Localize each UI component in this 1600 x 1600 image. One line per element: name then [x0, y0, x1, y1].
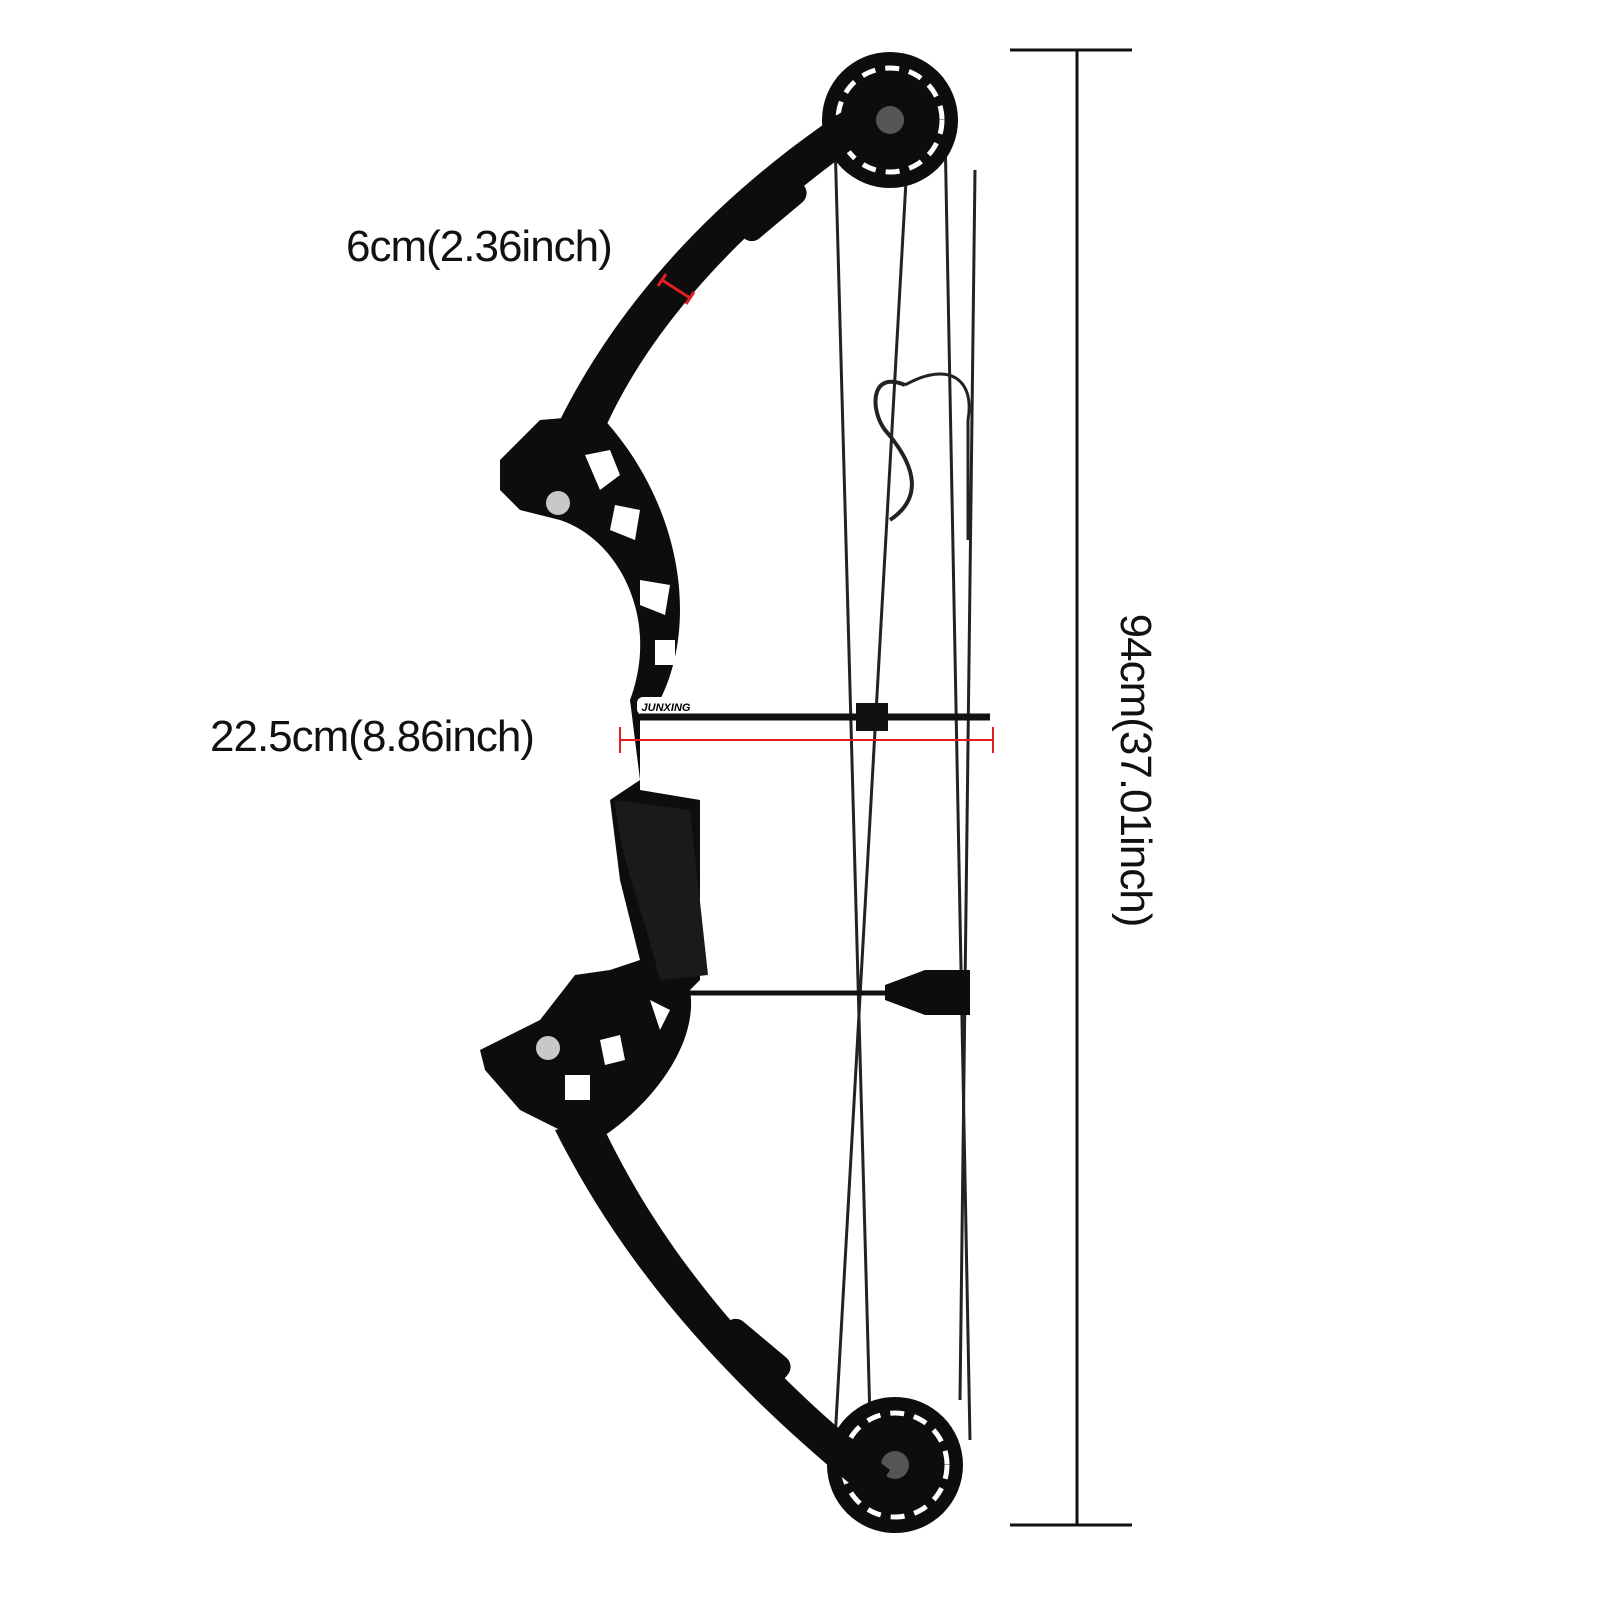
upper-limb-dampener: [729, 168, 807, 242]
limb-bolt-upper: [546, 491, 570, 515]
bow-strings: [833, 109, 977, 1441]
lower-limb: [555, 1120, 890, 1500]
height-dimension-line: [1010, 48, 1132, 1527]
bottom-cam: [827, 1397, 963, 1533]
lower-limb-dampener: [713, 1318, 791, 1392]
riser: [480, 415, 700, 1150]
limb-width-label: 6cm(2.36inch): [346, 222, 613, 271]
limb-bolt-lower: [536, 1036, 560, 1060]
brand-logo-badge: [637, 697, 695, 715]
brand-logo: JUNXING: [642, 702, 691, 714]
brace-height-measure: [619, 727, 994, 753]
limb-width-measure: [656, 273, 696, 305]
stabilizer-dampener: [885, 970, 970, 1015]
top-cam: [822, 52, 958, 188]
riser-cutouts: [565, 450, 675, 1100]
brace-height-label: 22.5cm(8.86inch): [210, 712, 535, 761]
grip: [615, 800, 708, 980]
rod-clamp: [856, 703, 888, 731]
axle-to-axle-label: 94cm(37.01inch): [1111, 613, 1160, 927]
